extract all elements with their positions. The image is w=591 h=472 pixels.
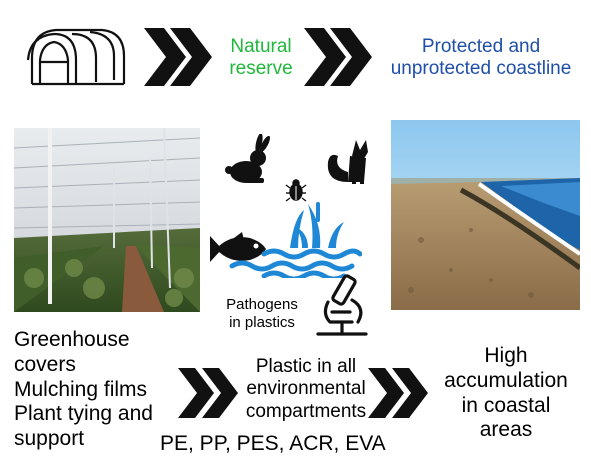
pathogens-label: Pathogens in plastics [226,296,298,331]
fish-icon [210,232,266,262]
chevron-arrow-icon [144,28,212,86]
accumulation-label: High accumulation in coastal areas [444,344,568,442]
chevron-arrow-icon [368,368,428,418]
sources-label: Greenhouse covers Mulching films Plant t… [14,328,153,451]
rabbit-icon [225,134,270,183]
polymers-label: PE, PP, PES, ACR, EVA [160,432,386,455]
coastline-photo [391,120,580,310]
beetle-icon [285,179,307,202]
plastic-label: Plastic in all environmental compartment… [245,356,367,422]
coastline-label: Protected and unprotected coastline [390,36,572,80]
chevron-arrow-icon [178,368,238,418]
natural-reserve-label: Natural reserve [229,36,293,80]
water-reeds-icon [229,202,362,278]
microscope-icon [316,274,368,336]
greenhouse-icon [26,28,126,86]
fox-icon [327,140,368,184]
chevron-arrow-icon [304,28,372,86]
greenhouse-photo [14,128,200,312]
